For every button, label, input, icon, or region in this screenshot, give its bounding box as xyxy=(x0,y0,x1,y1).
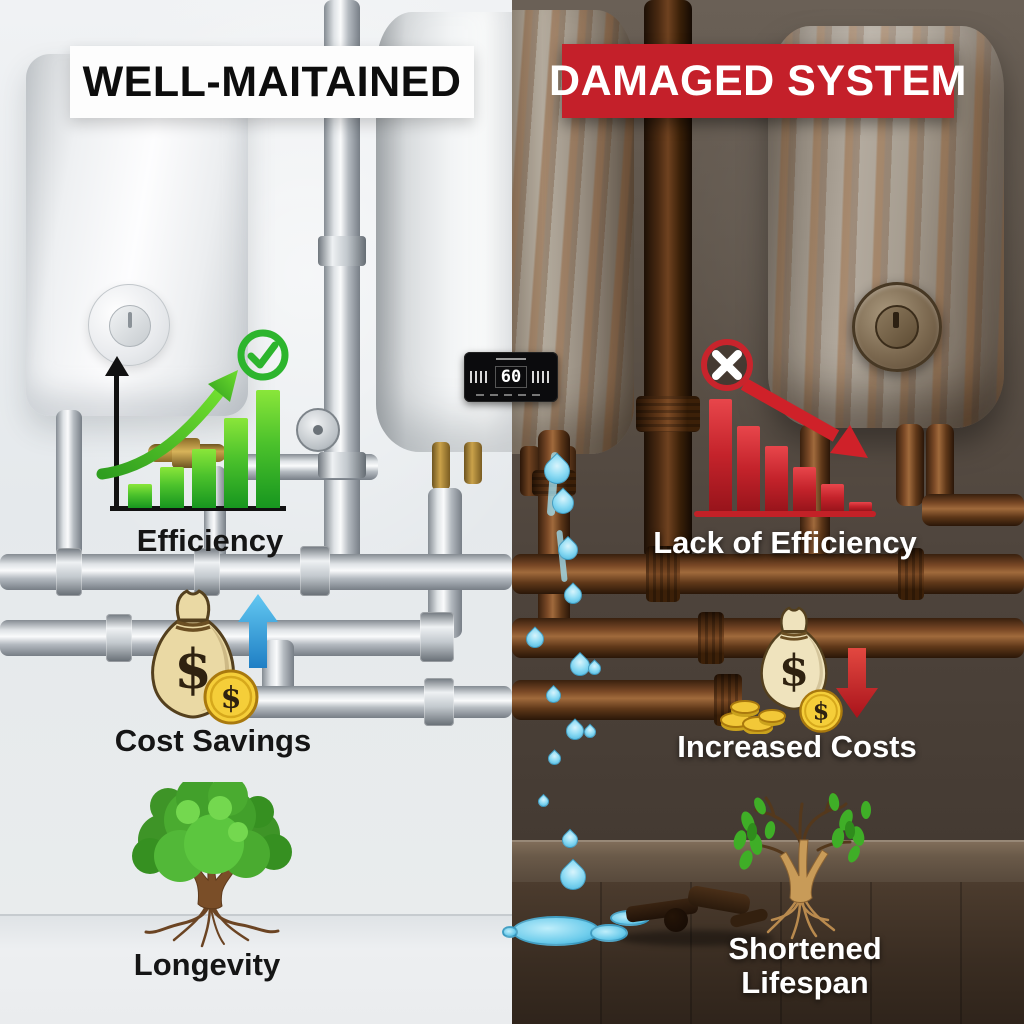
debris-valve xyxy=(664,908,688,932)
rusty-tank-knob xyxy=(875,305,919,349)
chart-x-axis xyxy=(110,506,286,511)
dying-tree-icon xyxy=(733,792,871,940)
bar xyxy=(128,484,152,508)
bar xyxy=(192,449,216,508)
rust-pipe-vertical xyxy=(896,424,924,506)
chrome-pipe-horizontal xyxy=(230,686,512,718)
pipe-coupling xyxy=(106,614,132,662)
chrome-pipe-vertical xyxy=(56,410,82,560)
dollar-sign: $ xyxy=(779,646,809,697)
bar xyxy=(224,418,248,508)
coin-icon: $ xyxy=(799,689,843,733)
longevity-label: Longevity xyxy=(133,947,281,982)
bar xyxy=(737,425,760,511)
water-puddle xyxy=(512,916,600,946)
chrome-pipe-horizontal xyxy=(0,554,512,590)
check-circle-icon xyxy=(237,329,289,381)
growth-arrow-icon xyxy=(96,370,238,480)
thermostat-display: 60 xyxy=(494,366,528,388)
dollar-sign: $ xyxy=(221,681,242,716)
rusty-knob-notch xyxy=(893,312,899,328)
damaged-system-banner: DAMAGED SYSTEM xyxy=(549,44,966,118)
rust-pipe-coupling xyxy=(636,396,700,432)
brass-fitting xyxy=(432,442,450,490)
pressure-gauge xyxy=(296,408,340,452)
bar xyxy=(256,390,280,508)
rising-bar-chart-icon xyxy=(128,390,280,508)
brass-fitting xyxy=(464,442,482,484)
water-puddle xyxy=(502,926,518,938)
rust-pipe-horizontal xyxy=(512,554,1024,594)
declining-bar-chart-icon xyxy=(709,399,875,511)
bar xyxy=(821,484,844,511)
debris-shadow xyxy=(618,930,774,946)
efficiency-label: Efficiency xyxy=(136,523,284,558)
coin-stack-icon xyxy=(720,700,786,734)
bar xyxy=(709,399,732,511)
rust-pipe-coupling xyxy=(698,612,724,664)
well-maintained-banner: WELL-MAITAINED xyxy=(70,46,474,118)
water-puddle xyxy=(590,924,628,942)
thermostat-ticks-left xyxy=(469,371,490,383)
healthy-tree-icon xyxy=(132,782,292,948)
pipe-elbow xyxy=(420,612,454,662)
x-circle-icon xyxy=(701,339,753,391)
increased-costs-label: Increased Costs xyxy=(677,729,917,764)
thermostat-panel: 60 xyxy=(464,352,558,402)
heater-dial xyxy=(88,284,170,366)
chart-y-axis xyxy=(114,376,119,508)
pipe-coupling xyxy=(318,452,366,478)
shortened-lifespan-label: Shortened Lifespan xyxy=(728,931,882,1000)
money-bag-coins-icon: $ xyxy=(760,606,828,711)
bar xyxy=(160,466,184,508)
heater-knob xyxy=(109,305,151,347)
rust-pipe-coupling xyxy=(898,548,924,600)
chart-baseline xyxy=(694,511,876,517)
bar xyxy=(765,446,788,511)
pipe-coupling xyxy=(300,546,330,596)
bar xyxy=(849,502,872,511)
thermostat-ticks-right xyxy=(532,371,553,383)
lack-of-efficiency-label: Lack of Efficiency xyxy=(653,525,917,560)
decline-arrow-icon xyxy=(740,378,868,458)
axis-arrowhead xyxy=(105,356,129,376)
pipe-coupling xyxy=(424,678,454,726)
dollar-sign: $ xyxy=(813,698,830,726)
rust-pipe-flange xyxy=(646,546,680,602)
pipe-coupling xyxy=(56,548,82,596)
arrow-up-icon xyxy=(238,594,278,668)
clean-floor xyxy=(0,914,512,1024)
bar xyxy=(793,467,816,511)
pipe-coupling xyxy=(318,236,366,266)
coin-icon: $ xyxy=(203,669,259,725)
rust-pipe-horizontal xyxy=(922,494,1024,526)
damaged-floor xyxy=(512,882,1024,1024)
pipe-coupling xyxy=(194,548,220,596)
arrow-down-icon xyxy=(836,648,878,718)
knob-notch xyxy=(128,312,132,328)
rusty-tank-dial xyxy=(852,282,942,372)
cost-savings-label: Cost Savings xyxy=(114,723,312,758)
rust-pipe-horizontal xyxy=(512,680,734,720)
